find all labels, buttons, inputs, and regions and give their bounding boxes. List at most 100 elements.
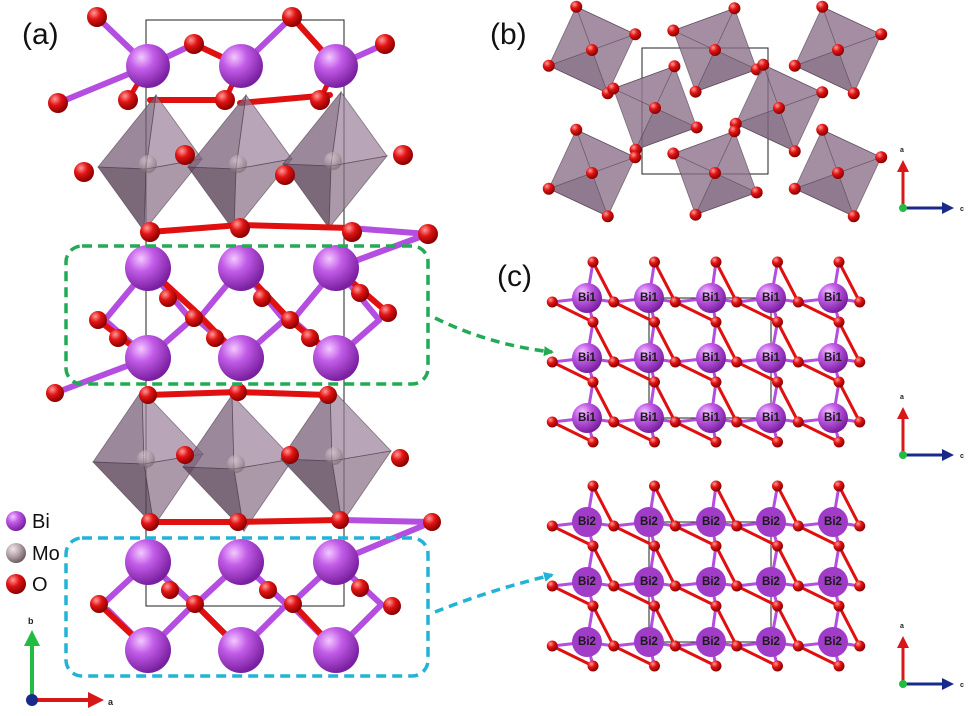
oxygen-atom (649, 102, 661, 114)
oxygen-atom (607, 82, 620, 95)
axis-label-b: b (28, 616, 34, 626)
oxygen-atom (185, 309, 203, 327)
oxygen-atom (772, 256, 783, 268)
oxygen-atom (546, 356, 558, 368)
atom-label: Bi1 (702, 352, 721, 364)
oxygen-atom (48, 93, 68, 113)
bond (796, 644, 841, 668)
oxygen-atom (649, 540, 660, 552)
oxygen-atom (87, 7, 107, 27)
oxygen-atom (772, 480, 783, 492)
atom-label: Bi2 (578, 576, 596, 588)
bond (550, 420, 595, 444)
oxygen-atom (689, 208, 702, 221)
bond (714, 544, 739, 588)
oxygen-atom (383, 597, 401, 615)
atom-label: Bi1 (578, 412, 597, 424)
oxygen-atom (215, 90, 235, 110)
oxygen-atom (854, 520, 866, 532)
bismuth-atom (218, 539, 264, 585)
oxygen-atom (854, 640, 866, 652)
svg-text:O: O (32, 574, 48, 596)
oxygen-atom (833, 436, 845, 448)
oxygen-atom (282, 7, 302, 27)
oxygen-atom (587, 540, 599, 552)
oxygen-atom (275, 165, 295, 185)
bond (673, 644, 718, 668)
oxygen-atom (847, 87, 860, 100)
axis-label-a: a (900, 623, 904, 630)
bismuth-atom (125, 335, 171, 381)
molybdenum-atom (137, 450, 155, 468)
oxygen-atom (46, 384, 64, 402)
bismuth-atom (756, 283, 786, 313)
mo-octahedron-face (575, 129, 637, 174)
bond (347, 225, 431, 237)
oxygen-atom (669, 416, 681, 428)
molybdenum-atom (139, 155, 157, 173)
oxygen-atom (608, 296, 620, 308)
mo-octahedron-face (734, 107, 796, 152)
svg-text:Mo: Mo (32, 543, 60, 565)
oxygen-atom (109, 329, 127, 347)
bond (776, 320, 800, 364)
bond (837, 484, 862, 528)
bond (776, 260, 800, 304)
bond (235, 517, 343, 525)
bond (837, 544, 862, 588)
oxygen-atom (629, 28, 642, 41)
oxygen-atom (772, 660, 783, 672)
bismuth-atom (696, 343, 726, 373)
oxygen-atom (608, 580, 620, 592)
oxygen-atom (649, 376, 660, 388)
oxygen-atom (587, 660, 599, 672)
bismuth-atom (696, 507, 726, 537)
bond (612, 524, 656, 548)
panel-c-bi1-layer: Bi1Bi1Bi1Bi1Bi1Bi1Bi1Bi1Bi1Bi1Bi1Bi1Bi1B… (546, 256, 866, 448)
oxygen-atom (731, 356, 743, 368)
atom-label: Bi2 (824, 636, 842, 648)
bismuth-atom (696, 627, 726, 657)
oxygen-atom (731, 520, 743, 532)
oxygen-atom (709, 167, 721, 179)
bond (237, 222, 353, 231)
oxygen-atom (792, 580, 804, 592)
oxygen-atom (833, 316, 845, 328)
oxygen-atom (586, 44, 598, 56)
oxygen-atom (587, 376, 599, 388)
bond (776, 484, 800, 528)
atom-label: Bi1 (640, 352, 659, 364)
oxygen-atom (546, 520, 558, 532)
bismuth-atom (313, 539, 359, 585)
bismuth-atom (572, 567, 602, 597)
oxygen-atom (875, 151, 888, 164)
bond (653, 260, 677, 304)
axis-triad-panel-c-top: a c (897, 394, 964, 461)
mo-octahedron-face (821, 129, 883, 174)
bond (653, 484, 677, 528)
molybdenum-atom (229, 155, 247, 173)
oxygen-atom (772, 376, 783, 388)
bismuth-atom (634, 343, 664, 373)
oxygen-atom (875, 28, 888, 41)
axis-label-a: a (900, 394, 904, 401)
bond (591, 604, 616, 648)
oxygen-atom (546, 580, 558, 592)
mo-octahedron-face (694, 49, 758, 93)
axis-triad-panel-a: b a (24, 616, 114, 708)
oxygen-atom (118, 90, 138, 110)
atom-label: Bi1 (578, 292, 597, 304)
bond (714, 604, 739, 648)
bismuth-atom (218, 627, 264, 673)
mo-octahedron-face (821, 6, 883, 51)
bismuth-atom (818, 627, 848, 657)
axis-origin-icon (26, 694, 38, 706)
bismuth-atom (818, 567, 848, 597)
oxygen-atom (230, 218, 250, 238)
bond (591, 260, 616, 304)
oxygen-atom (667, 24, 680, 37)
mo-octahedron-face (143, 158, 203, 233)
bismuth-atom (219, 44, 263, 88)
arrow-green-to-bi1-layer (434, 316, 554, 357)
atom-label: Bi2 (640, 576, 658, 588)
